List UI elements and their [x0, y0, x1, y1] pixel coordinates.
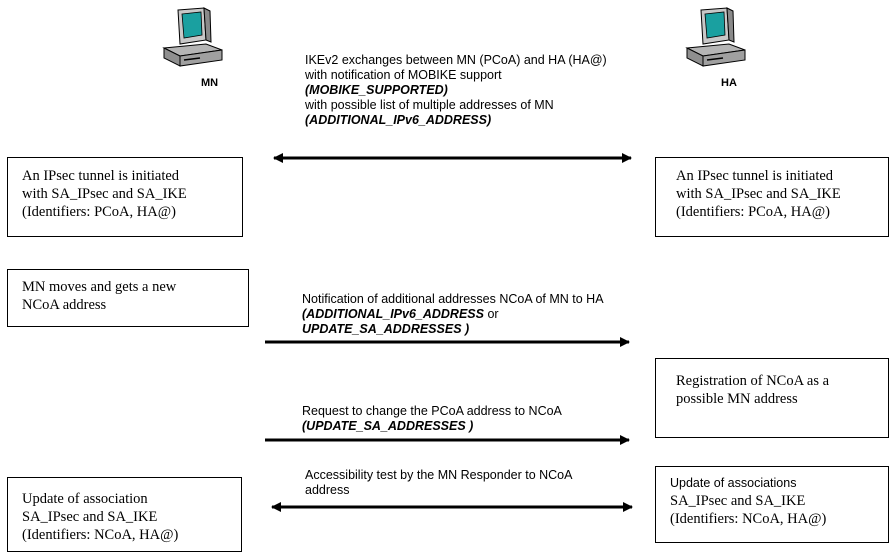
- mn-update-line2: SA_IPsec and SA_IKE: [22, 509, 158, 525]
- ha-update-box: Update of associations SA_IPsec and SA_I…: [655, 466, 889, 543]
- ha-registration-line2: possible MN address: [676, 391, 798, 407]
- mn-computer-icon: [162, 7, 223, 67]
- ha-tunnel-box: An IPsec tunnel is initiated with SA_IPs…: [655, 157, 889, 237]
- accessibility-test-line1: Accessibility test by the MN Responder t…: [305, 468, 573, 482]
- ha-registration-box: Registration of NCoA as a possible MN ad…: [655, 358, 889, 438]
- ha-registration-line1: Registration of NCoA as a: [676, 373, 830, 389]
- accessibility-test-text: Accessibility test by the MN Responder t…: [305, 468, 572, 498]
- ike-exchange-line2: with notification of MOBIKE support: [305, 68, 502, 82]
- ha-tunnel-line2: with SA_IPsec and SA_IKE: [676, 186, 841, 202]
- request-change-line2: (UPDATE_SA_ADDRESSES ): [302, 419, 474, 433]
- ha-tunnel-line3: (Identifiers: PCoA, HA@): [676, 204, 830, 220]
- mn-moves-line1: MN moves and gets a new: [22, 279, 177, 295]
- request-change-line1: Request to change the PCoA address to NC…: [302, 404, 562, 418]
- mn-update-line1: Update of association: [22, 491, 148, 507]
- notify-addresses-line2-emph: (ADDITIONAL_IPv6_ADDRESS: [302, 307, 484, 321]
- ha-tunnel-line1: An IPsec tunnel is initiated: [676, 168, 834, 184]
- request-change-text: Request to change the PCoA address to NC…: [302, 404, 562, 434]
- ha-update-line3: (Identifiers: NCoA, HA@): [670, 511, 827, 527]
- mn-tunnel-line2: with SA_IPsec and SA_IKE: [22, 186, 187, 202]
- ha-update-line2: SA_IPsec and SA_IKE: [670, 493, 806, 509]
- mn-label: MN: [201, 77, 219, 89]
- mn-update-line3: (Identifiers: NCoA, HA@): [22, 527, 179, 543]
- accessibility-test-line2: address: [305, 483, 350, 497]
- ike-exchange-line4: with possible list of multiple addresses…: [305, 98, 554, 112]
- mn-tunnel-line1: An IPsec tunnel is initiated: [22, 168, 180, 184]
- mn-moves-box: MN moves and gets a new NCoA address: [7, 269, 249, 327]
- mn-tunnel-box: An IPsec tunnel is initiated with SA_IPs…: [7, 157, 243, 237]
- notify-addresses-line2-rest: or: [483, 307, 499, 321]
- ha-computer-icon: [685, 7, 746, 67]
- ike-exchange-text: IKEv2 exchanges between MN (PCoA) and HA…: [305, 53, 607, 128]
- ha-update-line1: Update of associations: [670, 476, 797, 490]
- notify-addresses-line2: (ADDITIONAL_IPv6_ADDRESS or: [302, 307, 604, 322]
- mn-moves-line2: NCoA address: [22, 297, 107, 313]
- ike-exchange-line1: IKEv2 exchanges between MN (PCoA) and HA…: [305, 53, 607, 67]
- ike-exchange-line3: (MOBIKE_SUPPORTED): [305, 83, 448, 97]
- notify-addresses-line1: Notification of additional addresses NCo…: [302, 292, 604, 306]
- ha-label: HA: [721, 77, 737, 89]
- notify-addresses-text: Notification of additional addresses NCo…: [302, 292, 604, 337]
- ike-exchange-line5: (ADDITIONAL_IPv6_ADDRESS): [305, 113, 492, 127]
- mn-update-box: Update of association SA_IPsec and SA_IK…: [7, 477, 242, 552]
- notify-addresses-line3: UPDATE_SA_ADDRESSES ): [302, 322, 470, 336]
- mn-tunnel-line3: (Identifiers: PCoA, HA@): [22, 204, 176, 220]
